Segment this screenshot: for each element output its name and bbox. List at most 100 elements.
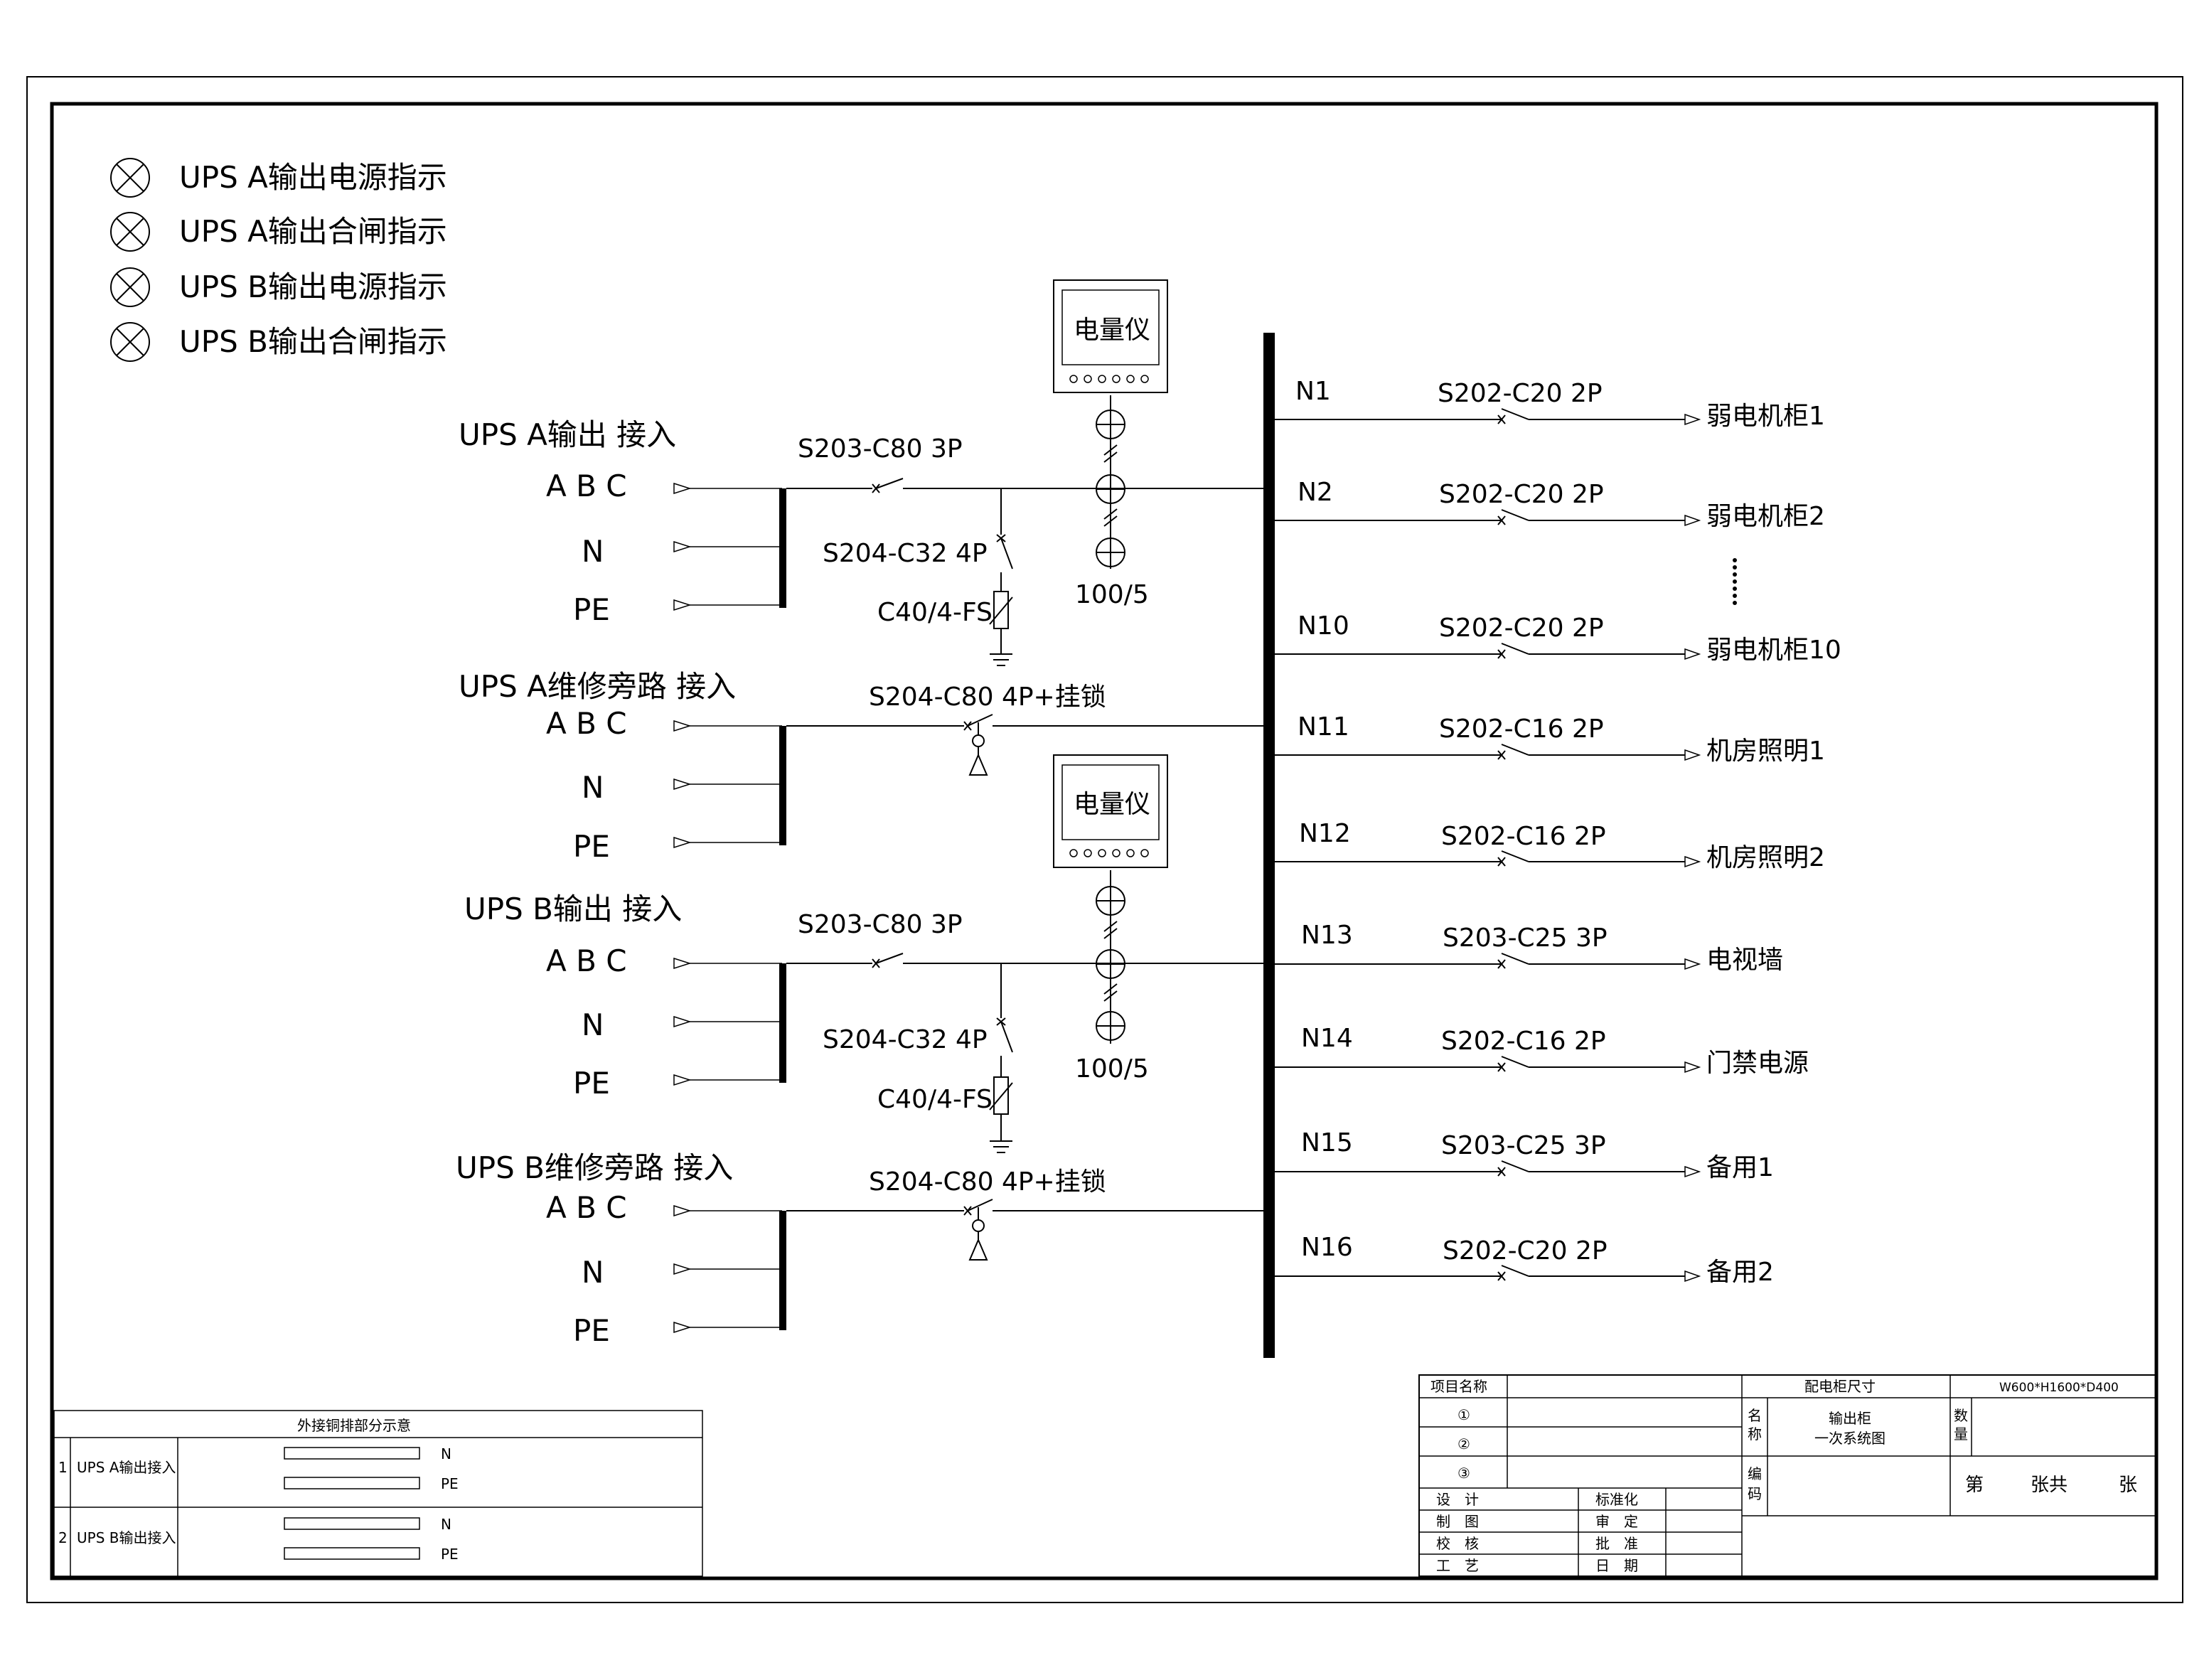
circuit-id: N2 [1298, 478, 1333, 507]
input-title: UPS B维修旁路 接入 [456, 1150, 733, 1185]
role-label: 校 核 [1436, 1535, 1479, 1552]
indicator-lamp-2: UPS A输出合闸指示 [110, 212, 447, 252]
bypass-breaker-switch [963, 1199, 993, 1261]
load-label: 电视墙 [1706, 946, 1783, 975]
row-number: 1 [58, 1459, 68, 1476]
neutral-label: N [582, 1007, 604, 1042]
input-ups-a-output: UPS A输出 接入 A B C N PE S203-C80 3P S204-C… [459, 279, 1263, 666]
breaker-label: S203-C25 3P [1441, 1131, 1606, 1160]
breaker-label: S202-C20 2P [1439, 614, 1604, 643]
cabinet-size-label: 配电柜尺寸 [1804, 1378, 1876, 1395]
role-label: 批 准 [1595, 1535, 1638, 1552]
pe-label: PE [573, 829, 610, 864]
phase-label: A B C [546, 943, 627, 978]
spd-label: C40/4-FS [877, 1085, 993, 1114]
terminal-arrows [673, 482, 692, 611]
output-circuit-n1: N1 S202-C20 2P 弱电机柜1 [1275, 377, 1825, 431]
outer-frame [26, 76, 2183, 1603]
ct-ratio-label: 100/5 [1075, 580, 1149, 609]
output-circuit-n14: N14 S202-C16 2P 门禁电源 [1275, 1024, 1809, 1078]
bypass-breaker-label: S204-C80 4P+挂锁 [869, 1167, 1106, 1197]
load-label: 备用2 [1706, 1258, 1774, 1287]
role-label: 标准化 [1595, 1491, 1638, 1508]
meter-label: 电量仪 [1074, 790, 1150, 819]
main-busbar [1263, 333, 1275, 1358]
indicator-label: UPS A输出合闸指示 [179, 214, 447, 249]
project-name-label: 项目名称 [1430, 1378, 1487, 1395]
load-label: 备用1 [1706, 1153, 1774, 1182]
role-label: 日 期 [1595, 1557, 1638, 1574]
load-label: 弱电机柜1 [1706, 402, 1825, 431]
main-breaker-label: S203-C80 3P [798, 910, 963, 939]
breaker-label: S202-C20 2P [1439, 480, 1604, 509]
input-busbar [779, 1211, 786, 1330]
role-label: 制 图 [1436, 1513, 1479, 1530]
load-label: 弱电机柜2 [1706, 502, 1825, 531]
drawing-name-line-1: 输出柜 [1829, 1410, 1871, 1427]
circuit-id: N13 [1301, 921, 1353, 950]
pe-label: PE [573, 592, 610, 627]
main-breaker-label: S203-C80 3P [798, 434, 963, 464]
pe-label: PE [573, 1313, 610, 1348]
spd-breaker-label: S204-C32 4P [823, 1025, 988, 1054]
rev-mark: ③ [1457, 1465, 1470, 1482]
title-block: 项目名称 ① ② ③ 设 计 制 图 校 核 工 艺 标准化 审 定 批 准 日… [1418, 1374, 2157, 1577]
phase-label: A B C [546, 1190, 627, 1225]
output-circuits: N1 S202-C20 2P 弱电机柜1 N2 S202-C20 2P 弱电机柜… [1275, 377, 1841, 1287]
circuit-id: N12 [1299, 819, 1351, 848]
output-circuit-n13: N13 S203-C25 3P 电视墙 [1275, 921, 1783, 975]
ct-ratio-label: 100/5 [1075, 1054, 1149, 1084]
circuit-id: N10 [1298, 611, 1349, 641]
output-circuit-n15: N15 S203-C25 3P 备用1 [1275, 1128, 1774, 1182]
breaker-label: S202-C16 2P [1441, 1027, 1606, 1056]
row-name: UPS A输出接入 [77, 1459, 176, 1476]
phase-label: A B C [546, 706, 627, 741]
input-ups-b-output: UPS B输出 接入 A B C N PE S203-C80 3P S204-C… [464, 754, 1263, 1153]
circuit-id: N16 [1301, 1233, 1353, 1262]
indicator-legend: UPS A输出电源指示 UPS A输出合闸指示 UPS B输出电源指示 UPS … [110, 158, 447, 362]
load-label: 机房照明2 [1706, 843, 1825, 872]
load-label: 弱电机柜10 [1706, 636, 1841, 665]
lamp-icon [110, 158, 150, 198]
name-label: 名称 [1748, 1407, 1762, 1443]
input-ups-b-bypass: UPS B维修旁路 接入 A B C N PE S204-C80 4P+挂锁 [456, 1150, 1263, 1348]
input-busbar [779, 726, 786, 845]
breaker-label: S202-C20 2P [1443, 1236, 1608, 1266]
output-circuit-n11: N11 S202-C16 2P 机房照明1 [1275, 712, 1825, 766]
bar-label: N [441, 1516, 451, 1533]
lamp-icon [110, 212, 150, 252]
bypass-breaker-label: S204-C80 4P+挂锁 [869, 683, 1106, 712]
input-title: UPS A输出 接入 [459, 417, 676, 452]
copper-table-title: 外接铜排部分示意 [297, 1417, 411, 1434]
breaker-label: S202-C16 2P [1439, 715, 1604, 744]
circuit-id: N14 [1301, 1024, 1353, 1053]
copper-bar-table: 外接铜排部分示意 1 UPS A输出接入 N PE 2 UPS B输出接入 N … [53, 1410, 703, 1577]
row-number: 2 [58, 1529, 68, 1546]
input-busbar [779, 963, 786, 1083]
main-breaker-switch [872, 478, 904, 493]
role-label: 工 艺 [1436, 1557, 1479, 1574]
qty-label-char: 量 [1954, 1425, 1968, 1443]
output-circuit-n12: N12 S202-C16 2P 机房照明2 [1275, 819, 1825, 872]
copper-bar [284, 1517, 420, 1530]
copper-bar [284, 1547, 420, 1560]
lamp-icon [110, 322, 150, 362]
role-label: 审 定 [1595, 1513, 1638, 1530]
input-ups-a-bypass: UPS A维修旁路 接入 A B C N PE S204-C80 4P+挂锁 [459, 669, 1263, 864]
meter-ct-column [1096, 395, 1125, 569]
name-label-char: 称 [1748, 1425, 1762, 1443]
breaker-label: S202-C20 2P [1438, 379, 1603, 408]
inner-frame [50, 102, 2159, 1580]
indicator-lamp-1: UPS A输出电源指示 [110, 158, 447, 198]
bypass-breaker-switch [963, 714, 993, 776]
bar-label: PE [441, 1546, 459, 1563]
indicator-lamp-3: UPS B输出电源指示 [110, 267, 447, 307]
neutral-label: N [582, 770, 604, 805]
input-busbar [779, 488, 786, 608]
name-label-char: 名 [1748, 1407, 1762, 1424]
indicator-label: UPS B输出合闸指示 [179, 324, 447, 359]
circuit-id: N11 [1298, 712, 1349, 742]
continuation-dots [1733, 558, 1737, 605]
main-breaker-switch [872, 953, 904, 968]
bar-label: N [441, 1445, 451, 1462]
